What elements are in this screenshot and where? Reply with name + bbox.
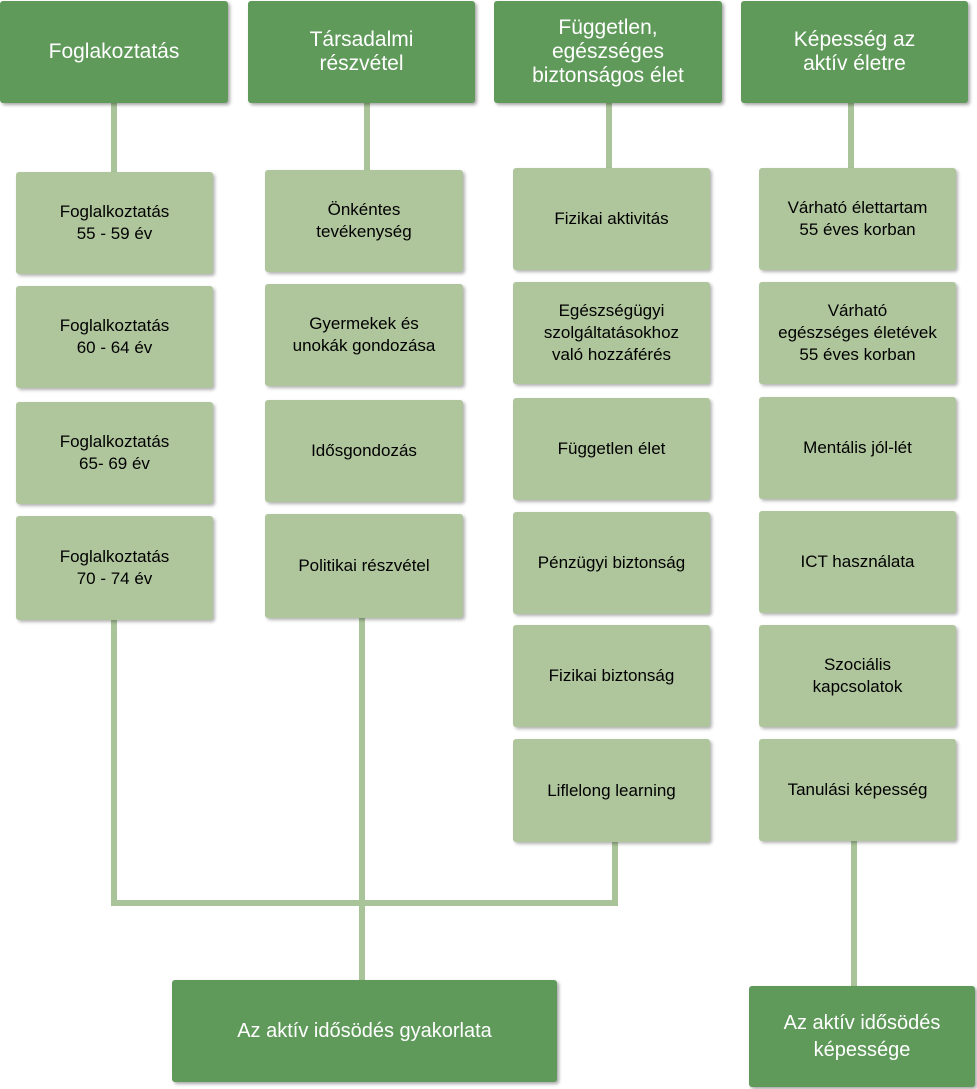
- item-financial-security: Pénzügyi biztonság: [513, 512, 710, 614]
- item-employment-55-59: Foglalkoztatás 55 - 59 év: [16, 172, 213, 274]
- item-lifelong-learning: Liflelong learning: [513, 739, 710, 842]
- footer-active-ageing-capacity: Az aktív idősödés képessége: [749, 986, 975, 1087]
- item-employment-65-69: Foglalkoztatás 65- 69 év: [16, 402, 213, 504]
- item-volunteering: Önkéntes tevékenység: [265, 170, 463, 272]
- item-independent-living: Független élet: [513, 398, 710, 500]
- item-childcare: Gyermekek és unokák gondozása: [265, 284, 463, 386]
- header-employment: Foglakoztatás: [0, 1, 228, 103]
- footer-active-ageing-practice: Az aktív idősödés gyakorlata: [172, 980, 557, 1082]
- item-employment-70-74: Foglalkoztatás 70 - 74 év: [16, 516, 213, 620]
- header-independent-living: Független, egészséges biztonságos élet: [494, 1, 722, 103]
- header-social-participation: Társadalmi részvétel: [248, 1, 475, 103]
- item-life-expectancy: Várható élettartam 55 éves korban: [759, 168, 956, 270]
- item-mental-wellbeing: Mentális jól-lét: [759, 397, 956, 499]
- item-employment-60-64: Foglalkoztatás 60 - 64 év: [16, 286, 213, 388]
- item-health-access: Egészségügyi szolgáltatásokhoz való hozz…: [513, 282, 710, 384]
- item-physical-activity: Fizikai aktivitás: [513, 168, 710, 270]
- item-healthy-life-years: Várható egészséges életévek 55 éves korb…: [759, 282, 956, 384]
- item-social-connections: Szociális kapcsolatok: [759, 625, 956, 727]
- item-learning-capacity: Tanulási képesség: [759, 739, 956, 841]
- item-ict-use: ICT használata: [759, 511, 956, 613]
- item-political-participation: Politikai részvétel: [265, 514, 463, 618]
- item-eldercare: Idősgondozás: [265, 400, 463, 502]
- item-physical-security: Fizikai biztonság: [513, 625, 710, 727]
- header-capacity: Képesség az aktív életre: [741, 1, 968, 103]
